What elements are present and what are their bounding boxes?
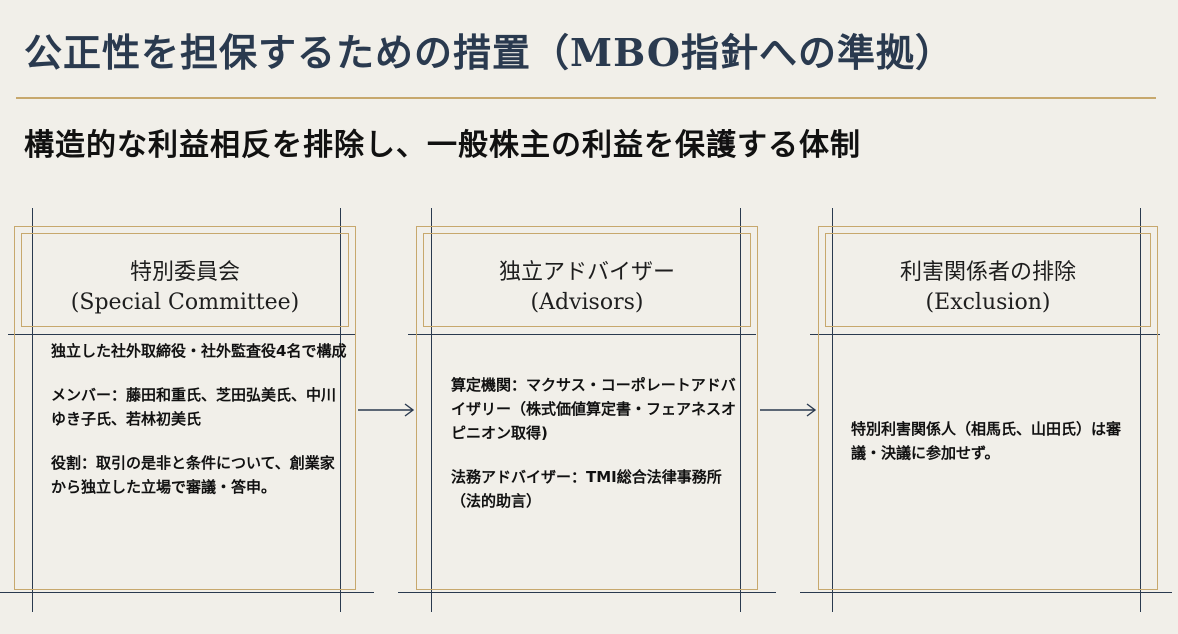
card-text: 法務アドバイザー：TMI総合法律事務所（法的助言） xyxy=(451,468,722,510)
card-title-en: (Advisors) xyxy=(530,290,644,315)
guide-line xyxy=(398,592,776,593)
card-header: 特別委員会 (Special Committee) xyxy=(21,233,349,327)
guide-line xyxy=(431,208,432,612)
card-text: メンバー：藤田和重氏、芝田弘美氏、中川ゆき子氏、若林初美氏 xyxy=(51,386,337,428)
guide-line xyxy=(810,334,1160,335)
card-special-committee: 特別委員会 (Special Committee) 独立した社外取締役・社外監査… xyxy=(14,226,356,590)
card-text: 役割：取引の是非と条件について、創業家から独立した立場で審議・答申。 xyxy=(51,454,335,496)
card-text: 算定機関：マクサス・コーポレートアドバイザリー（株式価値算定書・フェアネスオピニ… xyxy=(451,376,737,442)
page-subtitle: 構造的な利益相反を排除し、一般株主の利益を保護する体制 xyxy=(24,128,861,163)
card-body: 特別利害関係人（相馬氏、山田氏）は審議・決議に参加せず。 xyxy=(851,417,1127,485)
guide-line xyxy=(0,592,374,593)
card-title-en: (Special Committee) xyxy=(70,290,300,315)
guide-line xyxy=(408,334,756,335)
guide-line xyxy=(832,208,833,612)
page-title: 公正性を担保するための措置（MBO指針への準拠） xyxy=(24,30,954,75)
guide-line xyxy=(740,208,741,612)
card-title-en: (Exclusion) xyxy=(925,290,1051,315)
title-divider xyxy=(16,97,1156,99)
arrow-right-icon xyxy=(358,403,415,417)
card-body: 算定機関：マクサス・コーポレートアドバイザリー（株式価値算定書・フェアネスオピニ… xyxy=(451,373,747,533)
card-title: 特別委員会 xyxy=(129,260,240,285)
card-title: 利害関係者の排除 xyxy=(899,260,1076,285)
card-text: 特別利害関係人（相馬氏、山田氏）は審議・決議に参加せず。 xyxy=(851,420,1122,462)
card-header: 独立アドバイザー (Advisors) xyxy=(423,233,751,327)
guide-line xyxy=(1140,208,1141,612)
card-independent-advisors: 独立アドバイザー (Advisors) 算定機関：マクサス・コーポレートアドバイ… xyxy=(416,226,758,590)
card-text: 独立した社外取締役・社外監査役4名で構成 xyxy=(51,342,347,360)
guide-line xyxy=(32,208,33,612)
card-exclusion: 利害関係者の排除 (Exclusion) 特別利害関係人（相馬氏、山田氏）は審議… xyxy=(818,226,1158,590)
card-header: 利害関係者の排除 (Exclusion) xyxy=(825,233,1151,327)
guide-line xyxy=(8,334,356,335)
guide-line xyxy=(800,592,1172,593)
card-body: 独立した社外取締役・社外監査役4名で構成 メンバー：藤田和重氏、芝田弘美氏、中川… xyxy=(51,339,347,519)
card-title: 独立アドバイザー xyxy=(498,260,675,285)
guide-line xyxy=(340,208,341,612)
arrow-right-icon xyxy=(760,403,817,417)
